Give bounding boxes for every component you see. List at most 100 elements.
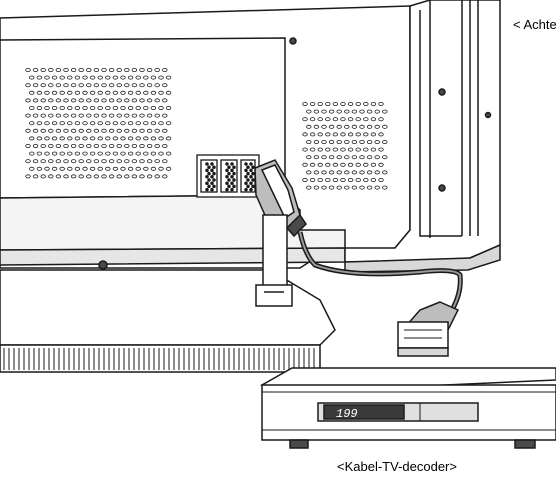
grille-hole: [340, 177, 346, 182]
grille-hole: [347, 132, 354, 137]
scart-pin: [212, 178, 216, 182]
grille-hole: [143, 106, 149, 111]
grille-hole: [382, 139, 388, 144]
grille-hole: [70, 98, 77, 103]
grille-hole: [63, 174, 69, 179]
grille-hole: [40, 128, 46, 133]
grille-hole: [139, 68, 145, 73]
scart-pin: [212, 165, 216, 169]
grille-hole: [93, 143, 100, 148]
grille-hole: [44, 151, 50, 156]
scart-pin: [230, 162, 234, 166]
grille-hole: [139, 159, 145, 164]
grille-hole: [40, 159, 46, 164]
grille-hole: [51, 151, 58, 156]
grille-hole: [309, 132, 316, 137]
scart-pin: [227, 184, 231, 189]
grille-hole: [67, 136, 73, 141]
grille-hole: [351, 124, 358, 129]
grille-hole: [97, 106, 103, 111]
grille-hole: [158, 151, 164, 156]
grille-hole: [108, 174, 115, 179]
grille-hole: [32, 113, 39, 118]
grille-hole: [306, 109, 312, 114]
grille-hole: [351, 155, 358, 160]
grille-hole: [313, 139, 320, 144]
grille-hole: [328, 109, 335, 114]
grille-hole: [78, 174, 84, 179]
grille-hole: [135, 121, 141, 126]
grille-hole: [86, 128, 92, 133]
grille-hole: [306, 170, 312, 175]
scart-pin: [244, 162, 248, 166]
grille-hole: [332, 132, 339, 137]
scart-pin: [227, 178, 231, 182]
grille-hole: [25, 83, 31, 88]
grille-hole: [116, 98, 122, 103]
scart-pin: [244, 187, 248, 192]
grille-hole: [105, 121, 111, 126]
scart-plug-tv: [254, 159, 307, 238]
scart-pin: [225, 168, 229, 173]
scart-pin: [210, 187, 214, 192]
grille-hole: [78, 68, 84, 73]
grille-hole: [359, 170, 365, 175]
scart-pin: [205, 175, 209, 179]
speaker-grille-right: [302, 102, 388, 190]
grille-hole: [162, 174, 168, 179]
grille-hole: [158, 90, 164, 95]
grille-hole: [370, 102, 377, 107]
grille-hole: [89, 106, 96, 111]
grille-hole: [59, 75, 65, 80]
grille-hole: [44, 106, 50, 111]
grille-hole: [97, 136, 103, 141]
grille-hole: [378, 102, 384, 107]
scart-pin: [210, 181, 214, 185]
grille-hole: [328, 185, 335, 190]
grille-hole: [93, 159, 100, 164]
grille-hole: [120, 106, 126, 111]
grille-hole: [32, 159, 39, 164]
grille-hole: [313, 185, 320, 190]
grille-hole: [89, 90, 96, 95]
scart-pin: [246, 178, 250, 182]
grille-hole: [131, 174, 138, 179]
scart-pin: [205, 187, 209, 192]
grille-hole: [332, 177, 339, 182]
grille-hole: [347, 117, 354, 122]
grille-hole: [25, 174, 31, 179]
cable-tv-decoder: [259, 367, 556, 449]
grille-hole: [363, 162, 369, 167]
grille-hole: [108, 128, 115, 133]
grille-hole: [59, 106, 65, 111]
grille-hole: [321, 185, 327, 190]
scart-pin: [210, 162, 214, 166]
grille-hole: [328, 139, 335, 144]
grille-hole: [82, 166, 88, 171]
grille-hole: [165, 136, 172, 141]
decoder-display: [323, 404, 405, 420]
grille-hole: [325, 132, 331, 137]
grille-hole: [370, 132, 377, 137]
scart-pin: [244, 181, 248, 185]
grille-hole: [101, 174, 107, 179]
grille-hole: [97, 75, 103, 80]
grille-hole: [306, 124, 312, 129]
grille-hole: [321, 139, 327, 144]
grille-hole: [127, 121, 134, 126]
grille-hole: [127, 106, 134, 111]
grille-hole: [59, 136, 65, 141]
grille-hole: [363, 132, 369, 137]
grille-hole: [146, 159, 153, 164]
grille-hole: [302, 132, 308, 137]
grille-hole: [344, 124, 350, 129]
grille-hole: [302, 162, 308, 167]
rear-view-label: < Achte: [513, 17, 556, 32]
grille-hole: [63, 98, 69, 103]
grille-hole: [48, 83, 54, 88]
scart-pin: [230, 175, 234, 179]
grille-hole: [332, 147, 339, 152]
scart-pin: [251, 165, 255, 169]
grille-hole: [78, 113, 84, 118]
grille-hole: [29, 121, 35, 126]
